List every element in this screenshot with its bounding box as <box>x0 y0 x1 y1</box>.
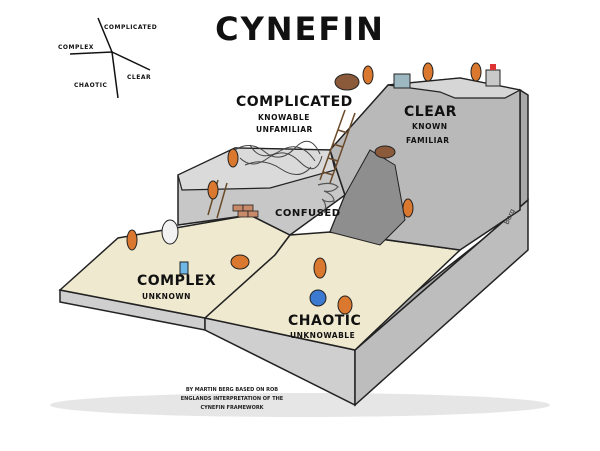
machine-2 <box>485 69 501 87</box>
flask <box>179 261 189 275</box>
creatures <box>126 62 482 315</box>
creature-fall-1 <box>374 145 396 159</box>
ground-shadow <box>50 393 550 417</box>
chaotic-label: CHAOTIC <box>288 313 362 329</box>
creature-complex-1 <box>126 229 138 251</box>
legend-chaotic: CHAOTIC <box>74 82 108 89</box>
legend-complex: COMPLEX <box>58 44 94 51</box>
creature-complex-2 <box>230 254 250 270</box>
chaotic-unknowable: UNKNOWABLE <box>290 331 356 340</box>
creature-complicated-1 <box>227 148 239 168</box>
complex-label: COMPLEX <box>137 273 217 289</box>
page-title: CYNEFIN <box>215 10 385 48</box>
machine-1 <box>393 73 411 89</box>
creature-chaotic-3 <box>337 295 353 315</box>
creature-chaotic-1 <box>313 257 327 279</box>
legend-clear: CLEAR <box>127 74 152 81</box>
clear-cliff-shadow <box>329 149 406 246</box>
block-right-side <box>354 198 529 407</box>
machine-light <box>490 64 496 70</box>
complex-unknown: UNKNOWN <box>142 292 191 301</box>
creature-fall-2 <box>402 198 414 218</box>
complicated-knowable: KNOWABLE <box>258 113 310 122</box>
creature-scientist <box>161 219 179 245</box>
creature-sack <box>334 73 360 91</box>
complicated-label: COMPLICATED <box>236 94 353 110</box>
mini-framework-diagram <box>69 17 151 99</box>
confused-label: CONFUSED <box>275 208 341 219</box>
complicated-unfamiliar: UNFAMILIAR <box>256 125 313 134</box>
ladder-to-clear <box>319 109 356 184</box>
credit-text: BY MARTIN BERG BASED ON ROB ENGLANDS INT… <box>180 387 284 411</box>
clear-known: KNOWN <box>412 122 448 131</box>
clear-label: CLEAR <box>404 104 457 120</box>
clear-top <box>387 77 522 99</box>
bricks <box>232 204 259 218</box>
creature-clear-3 <box>470 62 482 82</box>
tangle <box>234 140 323 175</box>
creature-chaotic-2 <box>309 289 327 307</box>
clear-familiar: FAMILIAR <box>406 136 450 145</box>
creature-clear-2 <box>422 62 434 82</box>
confused-tornado <box>317 182 339 214</box>
creature-clear-1 <box>362 65 374 85</box>
creature-complicated-2 <box>207 180 219 200</box>
legend-complicated: COMPLICATED <box>104 24 158 31</box>
